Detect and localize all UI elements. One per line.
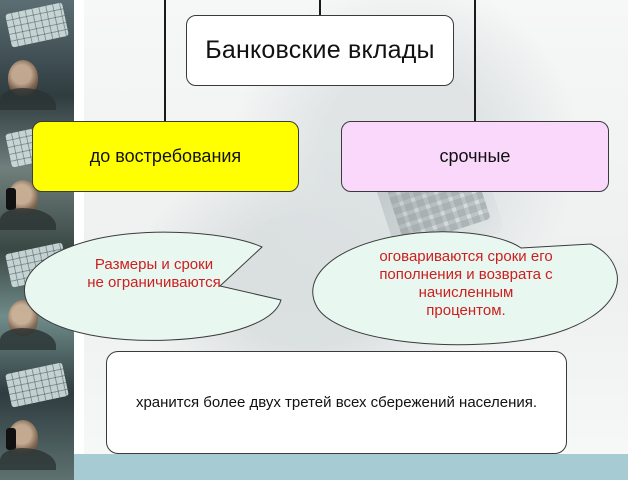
demand-deposit-node: до востребования <box>32 121 299 192</box>
term-deposit-node: срочные <box>341 121 609 192</box>
phone-icon <box>6 188 16 210</box>
suit-image <box>0 448 56 470</box>
left-callout-text: Размеры и сроки не ограничиваются <box>54 256 254 292</box>
suit-image <box>0 88 56 110</box>
bottom-band <box>74 454 640 480</box>
root-node-label: Банковские вклады <box>205 36 435 64</box>
suit-image <box>0 208 56 230</box>
photo-tile <box>0 360 74 470</box>
photo-tile <box>0 0 74 110</box>
left-callout-line-2: не ограничиваются <box>87 274 221 291</box>
left-callout-line-1: Размеры и сроки <box>94 256 214 273</box>
right-edge <box>628 0 640 480</box>
phone-icon <box>6 428 16 450</box>
right-callout-line-2: пополнения и возврата с <box>379 266 553 283</box>
demand-deposit-label: до востребования <box>89 146 242 166</box>
root-node: Банковские вклады <box>186 15 454 86</box>
bottom-note-text: хранится более двух третей всех сбережен… <box>135 394 538 411</box>
right-callout-line-3: начисленным <box>418 284 514 301</box>
right-callout-line-4: процентом. <box>426 302 506 319</box>
term-deposit-label: срочные <box>439 146 511 166</box>
right-callout-text: оговариваются сроки его пополнения и воз… <box>337 248 595 320</box>
bottom-note-box: хранится более двух третей всех сбережен… <box>106 351 567 454</box>
right-callout-line-1: оговариваются сроки его <box>379 248 553 265</box>
